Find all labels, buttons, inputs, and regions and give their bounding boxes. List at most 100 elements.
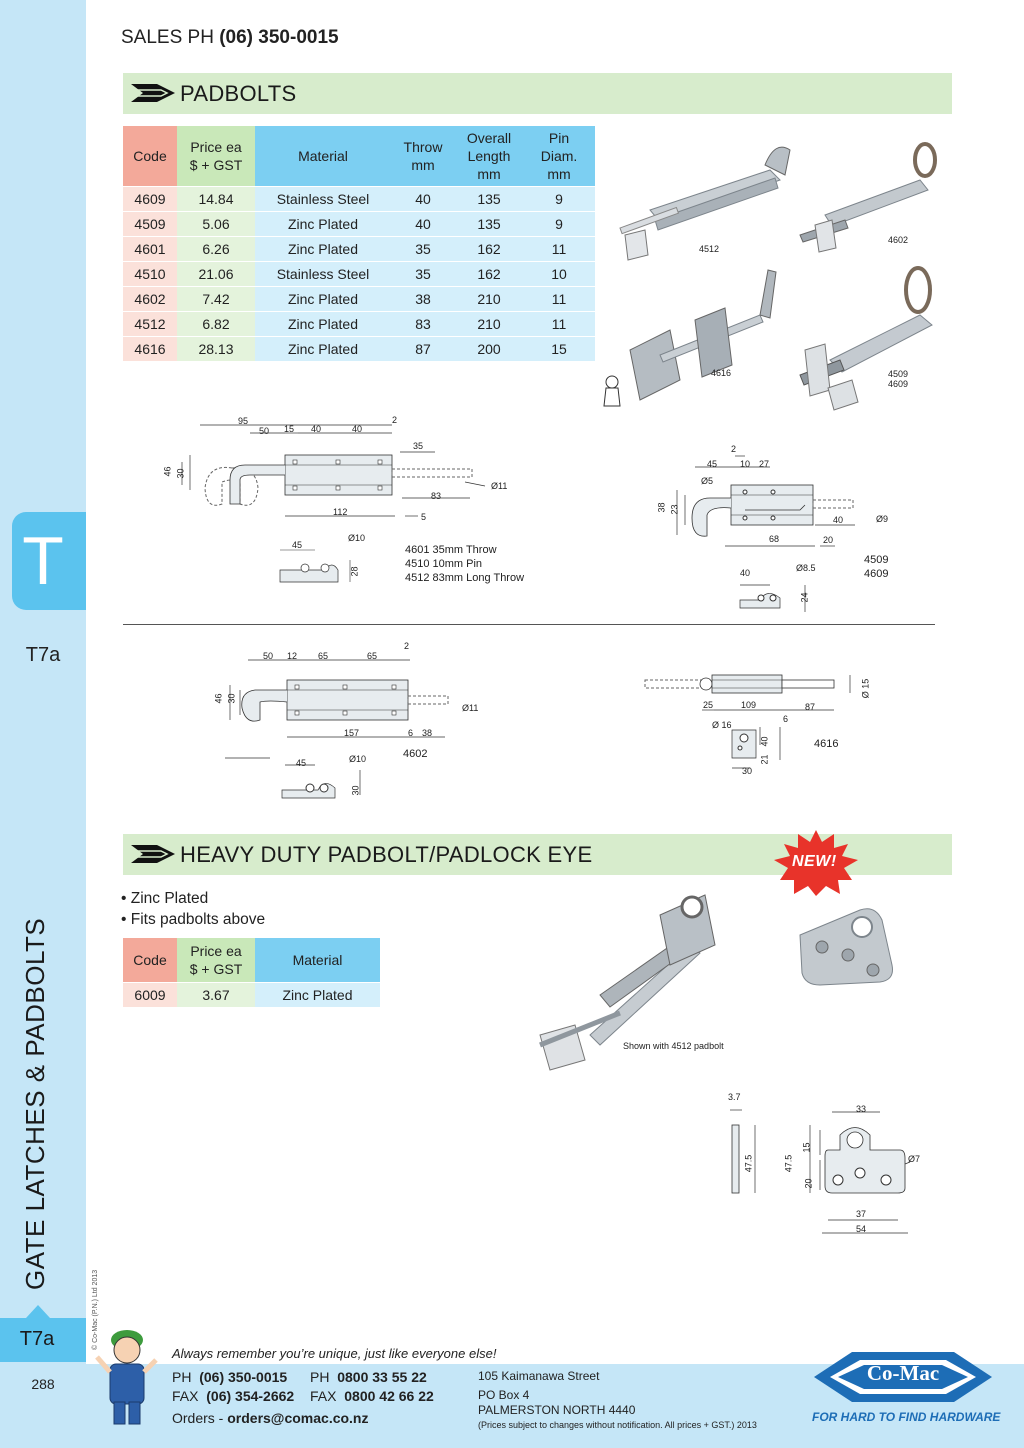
dim-label: 24 <box>799 592 810 603</box>
cell-material: Zinc Plated <box>255 235 391 261</box>
dim-label: 21 <box>759 754 770 765</box>
dim-label: 47.5 <box>783 1154 794 1173</box>
page-code-bottom-tab[interactable]: T7a <box>0 1318 86 1362</box>
dim-label: 6 <box>783 714 789 724</box>
col-price: Price ea$ + GST <box>177 126 255 186</box>
cell-price: 28.13 <box>177 335 255 361</box>
dim-label: 38 <box>422 728 433 738</box>
cell-price: 21.06 <box>177 260 255 286</box>
cell-pin: 10 <box>523 260 595 286</box>
cell-price: 5.06 <box>177 210 255 236</box>
fax-label: FAX <box>172 1388 199 1404</box>
col-code: Code <box>123 938 177 982</box>
address-line: PO Box 4 <box>478 1388 530 1402</box>
cell-code: 4609 <box>123 185 177 211</box>
padbolts-title: PADBOLTS <box>180 81 297 106</box>
cell-pin: 11 <box>523 310 595 336</box>
cell-code: 4601 <box>123 235 177 261</box>
page-code-top: T7a <box>25 644 61 666</box>
col-pin-line3: mm <box>547 165 571 182</box>
col-material: Material <box>255 126 391 186</box>
section-tab[interactable]: T <box>12 512 86 610</box>
dim-label: 35 <box>413 441 424 451</box>
cell-material: Zinc Plated <box>255 285 391 311</box>
fax-number[interactable]: (06) 354-2662 <box>206 1388 295 1404</box>
cell-price: 6.82 <box>177 310 255 336</box>
table-row: 4512 6.82 Zinc Plated 83 210 11 <box>123 310 595 336</box>
cell-code: 4509 <box>123 210 177 236</box>
vertical-section-title: GATE LATCHES & PADBOLTS <box>20 917 50 1290</box>
cell-price: 14.84 <box>177 185 255 211</box>
cell-material: Zinc Plated <box>255 310 391 336</box>
freefax-number[interactable]: 0800 42 66 22 <box>344 1388 434 1404</box>
dim-label: 112 <box>333 507 348 517</box>
dim-label: 25 <box>703 700 714 710</box>
heavy-duty-title: HEAVY DUTY PADBOLT/PADLOCK EYE <box>180 842 593 867</box>
dim-label: 40 <box>311 424 322 434</box>
dim-label: 54 <box>856 1224 867 1234</box>
table-row: 4616 28.13 Zinc Plated 87 200 15 <box>123 335 595 361</box>
cell-pin: 9 <box>523 210 595 236</box>
dim-label: 45 <box>292 540 303 550</box>
cell-throw: 38 <box>391 285 455 311</box>
dim-label: 38 <box>656 502 667 513</box>
address-line: PALMERSTON NORTH 4440 <box>478 1403 636 1417</box>
padbolt-photos <box>603 142 937 411</box>
comac-logo[interactable] <box>812 1346 994 1408</box>
freephone-number[interactable]: 0800 33 55 22 <box>337 1369 427 1385</box>
dim-label: 65 <box>318 651 329 661</box>
cell-material: Zinc Plated <box>255 210 391 236</box>
footer-freephone: PH 0800 33 55 22 <box>310 1369 427 1385</box>
photo-label-4509: 4509 <box>888 369 909 379</box>
cell-pin: 11 <box>523 235 595 261</box>
dim-label: 15 <box>801 1142 812 1153</box>
drawing-code: 4609 <box>864 568 889 580</box>
cell-length: 162 <box>455 235 523 261</box>
footer-phone: PH (06) 350-0015 <box>172 1369 287 1385</box>
phone-number[interactable]: (06) 350-0015 <box>199 1369 288 1385</box>
dim-label: 65 <box>367 651 378 661</box>
footer-orders: Orders - orders@comac.co.nz <box>172 1410 369 1426</box>
freefax-label: FAX <box>310 1388 337 1404</box>
dim-label: 68 <box>769 534 780 544</box>
col-throw-line1: Throw <box>403 138 443 155</box>
dim-label: 3.7 <box>728 1092 741 1102</box>
col-material: Material <box>255 938 380 982</box>
footer-tagline: Always remember you’re unique, just like… <box>172 1346 497 1361</box>
section-tab-letter: T <box>22 523 64 599</box>
dim-label: 45 <box>707 459 718 469</box>
dim-label: Ø10 <box>349 754 367 764</box>
dim-label: 109 <box>741 700 757 710</box>
bullet-item: • Fits padbolts above <box>121 911 266 928</box>
padbolt-with-eye-photo <box>539 894 716 1071</box>
dim-label: 27 <box>759 459 770 469</box>
table-row: 4609 14.84 Stainless Steel 40 135 9 <box>123 185 595 211</box>
heavy-duty-photos <box>539 894 893 1071</box>
dim-label: 30 <box>742 766 753 776</box>
drawing-code: 4616 <box>814 738 839 750</box>
orders-email[interactable]: orders@comac.co.nz <box>227 1410 369 1426</box>
photo-label-4616: 4616 <box>711 368 732 378</box>
dim-label: 5 <box>421 512 427 522</box>
drawing-note: 4601 35mm Throw <box>405 544 497 556</box>
padlock-eye-photo <box>799 908 893 986</box>
drawing-4616 <box>644 674 851 769</box>
footer-freefax: FAX 0800 42 66 22 <box>310 1388 434 1404</box>
photo-label-4512: 4512 <box>699 244 720 254</box>
dim-label: Ø7 <box>908 1154 921 1164</box>
sales-phone-header: SALES PH (06) 350-0015 <box>121 27 339 49</box>
dim-label: 6 <box>408 728 414 738</box>
drawing-note: 4512 83mm Long Throw <box>405 572 525 584</box>
cell-material: Stainless Steel <box>255 260 391 286</box>
cell-price: 6.26 <box>177 235 255 261</box>
dim-label: 23 <box>669 504 680 515</box>
dim-label: 40 <box>759 736 770 747</box>
bullet-item: • Zinc Plated <box>121 890 209 907</box>
col-price: Price ea$ + GST <box>177 938 255 982</box>
sales-phone[interactable]: (06) 350-0015 <box>219 27 339 48</box>
drawing-4509-4609 <box>676 455 855 612</box>
dim-label: Ø11 <box>491 481 508 491</box>
cell-code: 6009 <box>123 981 177 1007</box>
